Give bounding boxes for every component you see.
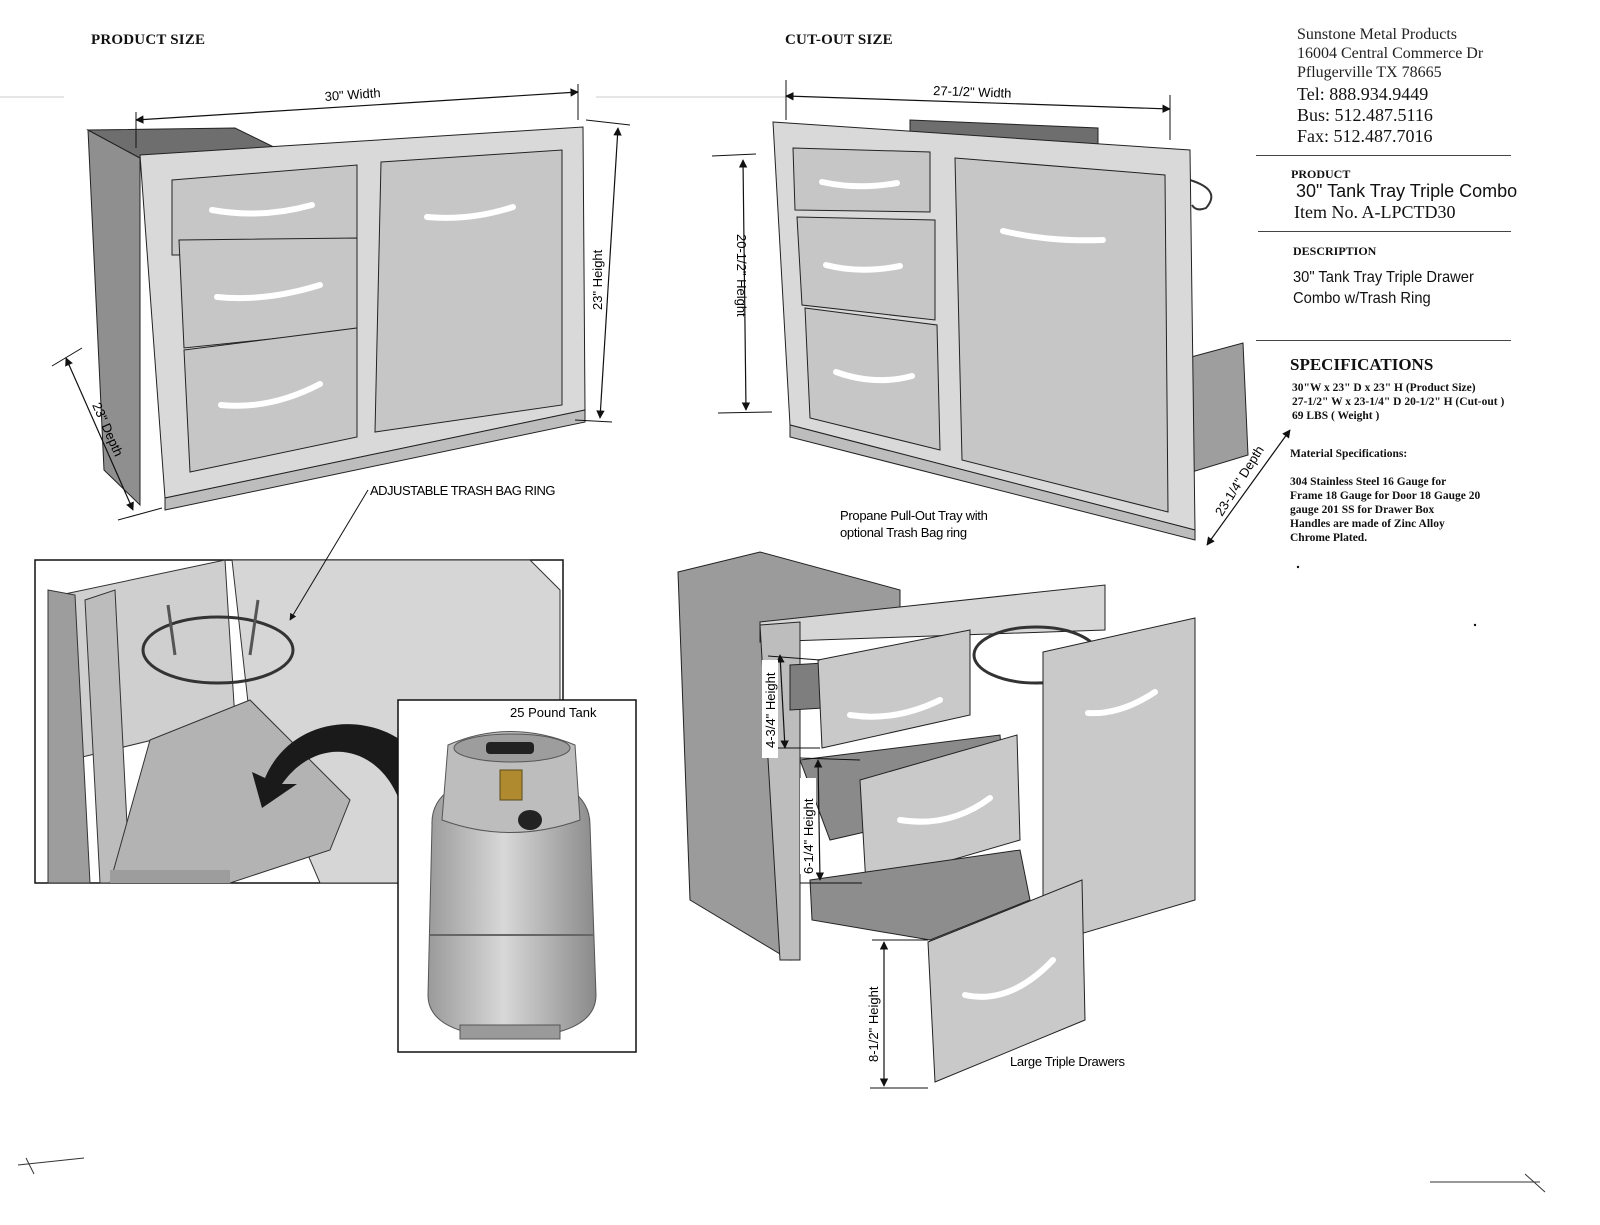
propane-tray-callout: Propane Pull-Out Tray with optional Tras… <box>840 508 988 540</box>
product-height-label: 23" Height <box>590 249 605 310</box>
description-label: DESCRIPTION <box>1293 244 1377 258</box>
cutout-width-label: 27-1/2" Width <box>933 83 1012 101</box>
cutout-size-heading: CUT-OUT SIZE <box>785 32 893 48</box>
product-width-dimension: 30" Width <box>135 84 579 148</box>
material-spec-heading: Material Specifications: <box>1290 448 1408 460</box>
spec-product-size: 30"W x 23" D x 23" H (Product Size) <box>1292 382 1476 394</box>
product-size-cabinet <box>86 126 586 511</box>
drawer3-height-dimension: 8-1/2" Height <box>864 939 928 1089</box>
trash-ring-interior-view <box>34 559 564 884</box>
description-line: 30" Tank Tray Triple Drawer <box>1293 269 1474 286</box>
company-info: Sunstone Metal Products 16004 Central Co… <box>1297 25 1483 82</box>
drawer1-height-dimension: 4-3/4" Height <box>762 654 821 758</box>
company-address-street: 16004 Central Commerce Dr <box>1297 45 1484 62</box>
trash-ring-label: ADJUSTABLE TRASH BAG RING <box>370 483 555 498</box>
drawer2-height-dimension: 6-1/4" Height <box>799 757 862 884</box>
specifications-heading: SPECIFICATIONS <box>1290 355 1434 374</box>
cutout-cabinet <box>772 119 1249 541</box>
propane-tray-label-line1: Propane Pull-Out Tray with <box>840 508 988 523</box>
drawer1-height-label: 4-3/4" Height <box>763 672 778 748</box>
material-line: gauge 201 SS for Drawer Box <box>1290 504 1435 516</box>
spec-cutout-size: 27-1/2" W x 23-1/4" D 20-1/2" H (Cut-out… <box>1292 396 1505 408</box>
cutout-height-dimension: 20-1/2" Height <box>711 153 773 414</box>
company-address-city: Pflugerville TX 78665 <box>1297 64 1442 81</box>
product-name: 30" Tank Tray Triple Combo <box>1296 181 1518 201</box>
divider <box>1258 231 1511 232</box>
cutout-width-dimension: 27-1/2" Width <box>785 80 1171 140</box>
drawer3-height-label: 8-1/2" Height <box>866 986 881 1062</box>
spec-lines: 30"W x 23" D x 23" H (Product Size) 27-1… <box>1292 381 1504 423</box>
material-line: Chrome Plated. <box>1290 532 1368 544</box>
bus-number: Bus: 512.487.5116 <box>1297 105 1433 125</box>
tank-label: 25 Pound Tank <box>510 705 597 720</box>
product-width-label: 30" Width <box>324 85 381 104</box>
material-line: Frame 18 Gauge for Door 18 Gauge 20 <box>1290 490 1481 502</box>
drawer2-height-label: 6-1/4" Height <box>801 798 816 874</box>
spec-weight: 69 LBS ( Weight ) <box>1292 410 1380 422</box>
product-size-heading: PRODUCT SIZE <box>91 32 206 48</box>
propane-tray-label-line2: optional Trash Bag ring <box>840 525 967 540</box>
product-label: PRODUCT <box>1291 167 1351 181</box>
material-line: 304 Stainless Steel 16 Gauge for <box>1290 476 1447 488</box>
description-line: Combo w/Trash Ring <box>1293 290 1431 307</box>
trash-ring-callout: ADJUSTABLE TRASH BAG RING <box>289 483 556 621</box>
drawers-open-view <box>677 551 1196 1083</box>
divider <box>1256 340 1511 341</box>
description-text: 30" Tank Tray Triple Drawer Combo w/Tras… <box>1293 267 1474 309</box>
large-drawers-label: Large Triple Drawers <box>1010 1054 1125 1069</box>
tel-number: Tel: 888.934.9449 <box>1297 84 1429 104</box>
item-number: Item No. A-LPCTD30 <box>1294 202 1456 222</box>
material-line: Handles are made of Zinc Alloy <box>1290 518 1445 530</box>
cutout-height-label: 20-1/2" Height <box>734 234 749 317</box>
propane-tank-inset: 25 Pound Tank <box>397 699 637 1053</box>
divider <box>1256 155 1511 156</box>
contact-numbers: Tel: 888.934.9449 Bus: 512.487.5116 Fax:… <box>1297 84 1433 147</box>
company-name: Sunstone Metal Products <box>1297 26 1457 43</box>
fax-number: Fax: 512.487.7016 <box>1297 126 1433 146</box>
material-spec-text: 304 Stainless Steel 16 Gauge for Frame 1… <box>1290 475 1480 545</box>
product-height-dimension: 23" Height <box>574 119 631 423</box>
